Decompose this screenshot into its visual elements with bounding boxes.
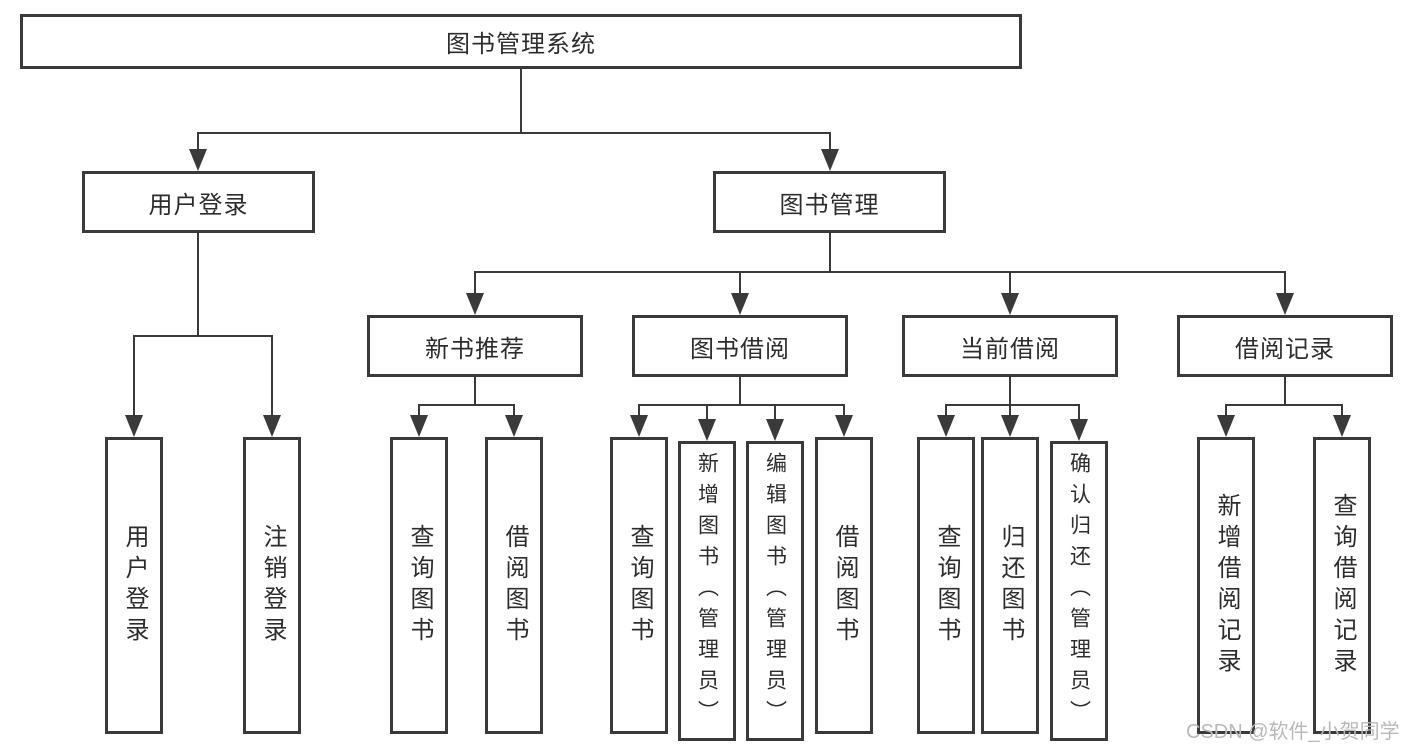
node-borrow-records-label: 借阅记录 xyxy=(1235,335,1335,363)
arrow-down-icon xyxy=(835,415,853,437)
connector-manage-drop xyxy=(829,132,831,153)
arrow-down-icon xyxy=(466,293,484,315)
connector-leaf-drop xyxy=(1078,404,1080,423)
leaf-confirm-return-admin-label: 确认归还（管理员） xyxy=(1067,451,1091,731)
leaf-query-books-borrow-label: 查询图书 xyxy=(626,523,653,648)
leaf-query-books-current-label: 查询图书 xyxy=(933,523,960,648)
connector-level3-hbar xyxy=(474,271,1286,273)
leaf-logout: 注销登录 xyxy=(243,437,301,734)
connector-leaf-drop xyxy=(418,404,420,419)
leaf-edit-books-admin-label: 编辑图书（管理员） xyxy=(763,451,787,731)
node-user-login: 用户登录 xyxy=(82,171,315,233)
node-current-borrow-label: 当前借阅 xyxy=(960,335,1060,363)
connector-login-drop xyxy=(197,132,199,153)
arrow-down-icon xyxy=(410,415,428,437)
leaf-user-login: 用户登录 xyxy=(105,437,163,734)
connector-borrow-hbar xyxy=(638,404,845,406)
connector-leaf-drop xyxy=(843,404,845,419)
node-book-management-label: 图书管理 xyxy=(779,191,880,219)
leaf-confirm-return-admin: 确认归还（管理员） xyxy=(1050,441,1108,741)
connector-login-leaf1-drop xyxy=(133,335,135,419)
leaf-add-borrow-record: 新增借阅记录 xyxy=(1197,437,1255,734)
connector-current-drop xyxy=(1009,271,1011,297)
arrow-down-icon xyxy=(821,149,839,171)
leaf-user-login-label: 用户登录 xyxy=(121,523,148,648)
arrow-down-icon xyxy=(766,419,784,441)
connector-level1-hbar xyxy=(197,132,831,134)
node-book-borrow-label: 图书借阅 xyxy=(690,335,790,363)
connector-current-hbar xyxy=(945,404,1080,406)
leaf-borrow-books: 借阅图书 xyxy=(815,437,873,734)
leaf-query-books-current: 查询图书 xyxy=(917,437,975,734)
arrow-down-icon xyxy=(1070,419,1088,441)
leaf-return-books-label: 归还图书 xyxy=(997,523,1024,648)
leaf-borrow-books-recommend-label: 借阅图书 xyxy=(501,523,528,648)
connector-leaf-drop xyxy=(1009,404,1011,419)
connector-leaf-drop xyxy=(638,404,640,419)
connector-leaf-drop xyxy=(513,404,515,419)
connector-leaf-drop xyxy=(1225,404,1227,419)
arrow-down-icon xyxy=(263,415,281,437)
connector-recommend-drop xyxy=(474,271,476,297)
leaf-add-borrow-record-label: 新增借阅记录 xyxy=(1213,492,1240,679)
leaf-query-books-recommend-label: 查询图书 xyxy=(406,523,433,648)
connector-leaf-drop xyxy=(774,404,776,423)
connector-login-hbar xyxy=(133,335,273,337)
connector-leaf-drop xyxy=(706,404,708,423)
connector-leaf-drop xyxy=(945,404,947,419)
connector-borrow-stem xyxy=(739,377,741,406)
node-book-management: 图书管理 xyxy=(713,171,946,233)
connector-manage-stem xyxy=(829,233,831,273)
connector-leaf-drop xyxy=(1341,404,1343,419)
csdn-watermark: CSDN @软件_小贺同学 xyxy=(1186,721,1400,743)
connector-login-stem xyxy=(197,233,199,337)
arrow-down-icon xyxy=(1333,415,1351,437)
connector-borrow-drop xyxy=(739,271,741,297)
connector-current-stem xyxy=(1009,377,1011,406)
connector-login-leaf2-drop xyxy=(271,335,273,419)
connector-records-hbar xyxy=(1225,404,1343,406)
connector-records-drop xyxy=(1284,271,1286,297)
node-current-borrow: 当前借阅 xyxy=(902,315,1118,377)
node-new-book-recommend-label: 新书推荐 xyxy=(425,335,525,363)
arrow-down-icon xyxy=(1217,415,1235,437)
leaf-query-borrow-record: 查询借阅记录 xyxy=(1313,437,1371,734)
connector-recommend-hbar xyxy=(418,404,515,406)
leaf-logout-label: 注销登录 xyxy=(259,523,286,648)
arrow-down-icon xyxy=(1276,293,1294,315)
arrow-down-icon xyxy=(937,415,955,437)
node-library-system: 图书管理系统 xyxy=(20,14,1022,69)
arrow-down-icon xyxy=(698,419,716,441)
arrow-down-icon xyxy=(630,415,648,437)
arrow-down-icon xyxy=(189,149,207,171)
leaf-return-books: 归还图书 xyxy=(981,437,1039,734)
leaf-add-books-admin-label: 新增图书（管理员） xyxy=(695,451,719,731)
leaf-borrow-books-label: 借阅图书 xyxy=(831,523,858,648)
arrow-down-icon xyxy=(125,415,143,437)
node-new-book-recommend: 新书推荐 xyxy=(367,315,583,377)
arrow-down-icon xyxy=(731,293,749,315)
leaf-borrow-books-recommend: 借阅图书 xyxy=(485,437,543,734)
leaf-add-books-admin: 新增图书（管理员） xyxy=(678,441,736,741)
arrow-down-icon xyxy=(1001,293,1019,315)
leaf-query-books-recommend: 查询图书 xyxy=(390,437,448,734)
leaf-query-borrow-record-label: 查询借阅记录 xyxy=(1329,492,1356,679)
arrow-down-icon xyxy=(505,415,523,437)
connector-root-stem xyxy=(520,69,522,134)
node-user-login-label: 用户登录 xyxy=(148,191,249,219)
connector-recommend-stem xyxy=(474,377,476,406)
leaf-query-books-borrow: 查询图书 xyxy=(610,437,668,734)
node-borrow-records: 借阅记录 xyxy=(1177,315,1393,377)
node-book-borrow: 图书借阅 xyxy=(632,315,848,377)
arrow-down-icon xyxy=(1001,415,1019,437)
node-library-system-label: 图书管理系统 xyxy=(446,31,596,58)
connector-records-stem xyxy=(1284,377,1286,406)
leaf-edit-books-admin: 编辑图书（管理员） xyxy=(746,441,804,741)
